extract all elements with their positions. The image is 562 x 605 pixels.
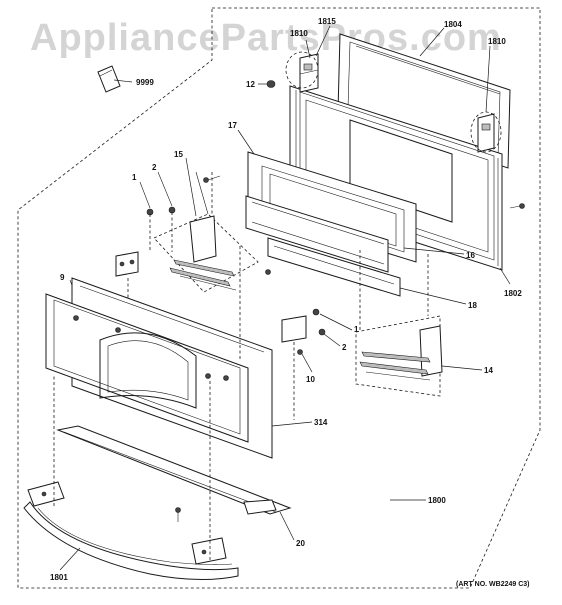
callout-20: 20 <box>296 539 305 548</box>
callout-1810-right: 1810 <box>488 37 506 46</box>
part-9999-literature <box>97 65 121 93</box>
watermark: AppliancePartsPros.com <box>30 17 502 59</box>
part-18-door-bottom <box>267 237 401 297</box>
callout-2-right: 2 <box>342 343 347 352</box>
callout-1810-left: 1810 <box>290 29 308 38</box>
part-12-screw <box>266 80 276 88</box>
callout-2-left: 2 <box>152 163 157 172</box>
callout-17: 17 <box>228 121 237 130</box>
part-1801-door-handle <box>23 481 239 581</box>
part-15-hinge-assembly <box>153 171 259 293</box>
callout-1-right: 1 <box>354 325 359 334</box>
assembly-boundary <box>17 7 541 589</box>
callout-15: 15 <box>174 150 183 159</box>
part-17-door-liner <box>247 151 417 263</box>
callout-12: 12 <box>246 80 255 89</box>
leader-lines <box>59 25 511 571</box>
alignment-guides <box>53 172 429 560</box>
detail-circle-left <box>285 51 319 89</box>
left-hinge-plate <box>115 251 139 277</box>
art-number: (ART NO. WB2249 C3) <box>456 581 530 588</box>
callout-1802: 1802 <box>504 289 522 298</box>
callout-9999: 9999 <box>136 78 154 87</box>
part-14-hinge-assembly <box>355 315 443 397</box>
callout-314: 314 <box>314 418 328 427</box>
door-window-outline <box>99 332 197 409</box>
part-20-bottom-trim <box>56 425 292 515</box>
callout-18: 18 <box>468 301 477 310</box>
screws-right <box>203 175 525 275</box>
parts-1-2-10-right <box>281 308 326 420</box>
callout-1800: 1800 <box>428 496 446 505</box>
callout-1-left: 1 <box>132 173 137 182</box>
callout-16: 16 <box>466 251 475 260</box>
callout-14: 14 <box>484 366 493 375</box>
part-1810-right-hinge <box>477 113 495 153</box>
part-1804-back-panel <box>337 33 511 169</box>
callout-10: 10 <box>306 375 315 384</box>
callout-1804: 1804 <box>444 20 462 29</box>
detail-circle-right <box>470 111 502 153</box>
callout-9: 9 <box>60 273 65 282</box>
callout-labels: 9999 12 1810 1815 1804 1810 17 15 2 1 9 … <box>50 17 522 582</box>
trim-screw <box>175 507 181 522</box>
outer-door-panel <box>45 293 249 443</box>
part-16-door-inner <box>245 195 389 273</box>
callout-1801: 1801 <box>50 573 68 582</box>
callout-1815: 1815 <box>318 17 336 26</box>
parts-1-2-screws-left <box>139 171 176 252</box>
